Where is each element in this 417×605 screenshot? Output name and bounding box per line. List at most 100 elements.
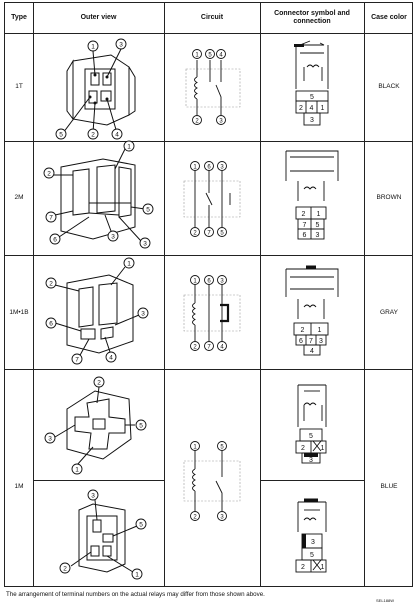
svg-text:4: 4	[310, 105, 314, 112]
svg-text:5: 5	[146, 207, 150, 214]
grid-line	[260, 480, 364, 481]
outer-view-1m-a: 2 3 5 1	[44, 376, 147, 475]
svg-text:2: 2	[97, 380, 101, 387]
svg-text:5: 5	[310, 552, 314, 559]
grid-line	[5, 255, 412, 256]
type-1m1b: 1M•1B	[9, 309, 29, 316]
type-1m: 1M	[14, 483, 24, 490]
svg-text:2: 2	[301, 445, 305, 452]
svg-text:3: 3	[220, 278, 224, 284]
circuit-1m1b: 1 6 3 2 7 4	[183, 275, 241, 351]
svg-text:6: 6	[207, 164, 211, 170]
terminal-label: 3	[119, 42, 123, 49]
svg-text:6: 6	[303, 232, 307, 239]
svg-text:3: 3	[91, 493, 95, 500]
terminal-label: 1	[91, 44, 95, 51]
case-color-blue: BLUE	[380, 483, 398, 490]
svg-text:1: 1	[193, 164, 197, 170]
svg-text:2: 2	[193, 514, 197, 520]
circuit-1t: 1 5 4 2 3	[185, 49, 241, 125]
terminal-label: 2	[91, 132, 95, 139]
svg-text:2: 2	[193, 344, 197, 350]
svg-text:7: 7	[49, 215, 53, 222]
grid-line	[5, 33, 412, 34]
svg-text:3: 3	[310, 117, 314, 124]
terminal-label: 5	[59, 132, 63, 139]
svg-text:1: 1	[321, 105, 325, 112]
svg-text:6: 6	[53, 237, 57, 244]
svg-text:6: 6	[207, 278, 211, 284]
svg-text:2: 2	[195, 118, 199, 124]
svg-text:5: 5	[316, 222, 320, 229]
grid-line	[164, 3, 165, 586]
svg-text:4: 4	[219, 52, 223, 58]
relay-table: Type Outer view Circuit Connector symbol…	[4, 2, 413, 587]
svg-text:5: 5	[139, 522, 143, 529]
svg-text:3: 3	[48, 436, 52, 443]
grid-line	[33, 3, 34, 586]
svg-text:3: 3	[220, 164, 224, 170]
svg-text:5: 5	[220, 444, 224, 450]
svg-text:7: 7	[75, 357, 79, 364]
svg-text:1: 1	[195, 52, 199, 58]
header-type: Type	[11, 14, 27, 21]
svg-text:7: 7	[309, 338, 313, 345]
connector-2m: 2 1 7 5 6 3	[285, 150, 339, 240]
grid-line	[33, 480, 164, 481]
svg-text:2: 2	[193, 230, 197, 236]
svg-text:1: 1	[135, 572, 139, 579]
svg-text:1: 1	[75, 467, 79, 474]
svg-text:3: 3	[220, 514, 224, 520]
grid-line	[260, 3, 261, 586]
svg-text:1: 1	[321, 564, 325, 571]
svg-text:5: 5	[309, 433, 313, 440]
case-color-brown: BROWN	[376, 194, 402, 201]
grid-line	[5, 369, 412, 370]
svg-text:7: 7	[303, 222, 307, 229]
svg-text:6: 6	[299, 338, 303, 345]
svg-text:2: 2	[63, 566, 67, 573]
svg-text:1: 1	[317, 211, 321, 218]
header-circuit: Circuit	[200, 14, 224, 21]
figure-code: SEL188W	[376, 598, 395, 603]
svg-text:4: 4	[220, 344, 224, 350]
svg-text:1: 1	[318, 327, 322, 334]
header-outer-view: Outer view	[80, 14, 117, 21]
svg-text:2: 2	[302, 211, 306, 218]
outer-view-1m-b: 3 5 2 1	[59, 489, 147, 580]
svg-text:3: 3	[143, 241, 147, 248]
svg-text:1: 1	[193, 444, 197, 450]
svg-text:5: 5	[139, 423, 143, 430]
grid-line	[364, 3, 365, 586]
svg-text:1: 1	[127, 261, 131, 268]
case-color-black: BLACK	[378, 83, 400, 90]
svg-text:3: 3	[309, 457, 313, 464]
svg-text:5: 5	[208, 52, 212, 58]
header-case-color: Case color	[371, 14, 407, 21]
type-2m: 2M	[14, 194, 24, 201]
svg-text:3: 3	[111, 234, 115, 241]
terminal-label: 4	[115, 132, 119, 139]
svg-text:2: 2	[301, 327, 305, 334]
svg-text:2: 2	[301, 564, 305, 571]
grid-line	[5, 141, 412, 142]
svg-text:1: 1	[193, 278, 197, 284]
svg-text:3: 3	[219, 118, 223, 124]
outer-view-1t: 1 3 5 2 4	[55, 38, 136, 140]
svg-text:4: 4	[109, 355, 113, 362]
svg-text:3: 3	[316, 232, 320, 239]
svg-text:3: 3	[141, 311, 145, 318]
svg-text:4: 4	[310, 348, 314, 355]
svg-text:7: 7	[207, 230, 211, 236]
footnote: The arrangement of terminal numbers on t…	[6, 591, 265, 598]
svg-text:2: 2	[47, 171, 51, 178]
header-connector: Connector symbol and connection	[274, 10, 350, 25]
svg-text:7: 7	[207, 344, 211, 350]
circuit-1m: 1 5 2 3	[183, 441, 241, 521]
